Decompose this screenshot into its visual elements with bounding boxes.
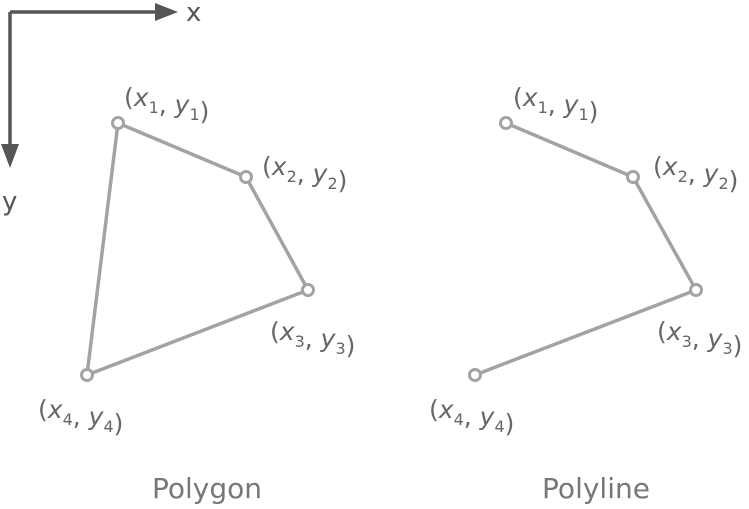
polyline-vertex-4 xyxy=(468,368,482,382)
polyline-edge-3 xyxy=(473,288,698,377)
coordinate-axes: x y xyxy=(1,0,201,217)
polyline-point-labels: (x1, y1) (x2, y2) (x3, y3) (x4, y4) xyxy=(429,83,742,438)
polyline-point-label-2: (x2, y2) xyxy=(653,152,738,195)
polyline-point-label-4: (x4, y4) xyxy=(429,395,514,438)
y-axis-arrowhead xyxy=(1,144,19,168)
polyline-point-label-1: (x1, y1) xyxy=(513,83,598,126)
polygon-point-label-1: (x1, y1) xyxy=(124,83,209,126)
polygon-figure: (x1, y1) (x2, y2) (x3, y3) (x4, y4) Polygon xyxy=(38,83,355,505)
x-axis-arrowhead xyxy=(155,3,178,21)
polygon-point-label-3: (x3, y3) xyxy=(270,317,355,360)
polyline-vertex-1 xyxy=(499,116,513,130)
polygon-vertex-3 xyxy=(301,283,315,297)
polyline-point-label-3: (x3, y3) xyxy=(657,317,742,360)
polygon-edge-1 xyxy=(116,121,248,179)
polygon-point-labels: (x1, y1) (x2, y2) (x3, y3) (x4, y4) xyxy=(38,83,355,438)
polyline-edges xyxy=(473,121,698,377)
polyline-vertices xyxy=(468,116,703,382)
polyline-figure: (x1, y1) (x2, y2) (x3, y3) (x4, y4) Polylin… xyxy=(429,83,742,505)
polygon-vertices xyxy=(80,116,315,382)
polygon-edge-2 xyxy=(244,175,310,292)
polygon-edges xyxy=(85,121,310,377)
polygon-vertex-2 xyxy=(239,170,253,184)
polygon-point-label-2: (x2, y2) xyxy=(262,152,347,195)
polygon-edge-4 xyxy=(85,121,120,377)
polygon-point-label-4: (x4, y4) xyxy=(38,395,123,438)
polyline-vertex-3 xyxy=(689,283,703,297)
polygon-vertex-4 xyxy=(80,368,94,382)
polyline-vertex-2 xyxy=(626,170,640,184)
polyline-caption: Polyline xyxy=(542,472,650,505)
polygon-caption: Polygon xyxy=(152,472,262,505)
polyline-edge-2 xyxy=(631,175,698,292)
y-axis-label: y xyxy=(2,187,17,217)
polygon-vertex-1 xyxy=(111,116,125,130)
polyline-edge-1 xyxy=(504,121,635,179)
polygon-edge-3 xyxy=(85,288,310,377)
x-axis-label: x xyxy=(186,0,201,28)
